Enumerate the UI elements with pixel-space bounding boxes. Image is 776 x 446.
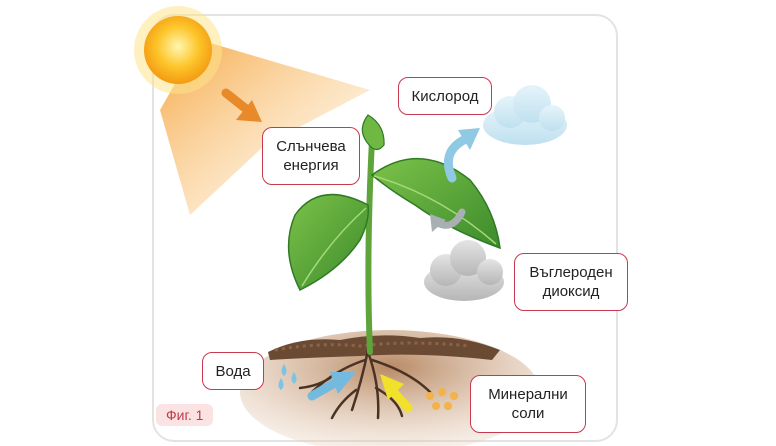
sun-arrow-icon <box>221 88 262 122</box>
solar-energy-label: Слънчева енергия <box>262 127 360 185</box>
oxygen-label: Кислород <box>398 77 492 115</box>
oxygen-cloud-icon <box>483 85 567 145</box>
water-label: Вода <box>202 352 264 390</box>
water-drops-icon <box>278 364 297 390</box>
water-arrow-icon <box>307 372 356 401</box>
plant-stem <box>365 137 375 355</box>
co2-arrow-icon <box>430 208 466 232</box>
carbon-dioxide-label: Въглероден диоксид <box>514 253 628 311</box>
left-leaf <box>287 193 370 292</box>
co2-cloud-icon <box>424 240 504 301</box>
sunlight-beam <box>160 40 370 215</box>
oxygen-arrow-icon <box>444 128 480 183</box>
mineral-granules-icon <box>426 388 458 410</box>
sun-icon <box>134 6 222 94</box>
figure-caption: Фиг. 1 <box>156 404 214 426</box>
top-bud <box>361 114 385 151</box>
minerals-arrow-icon <box>380 374 413 413</box>
mineral-salts-label: Минерални соли <box>470 375 586 433</box>
right-leaf <box>370 157 501 250</box>
